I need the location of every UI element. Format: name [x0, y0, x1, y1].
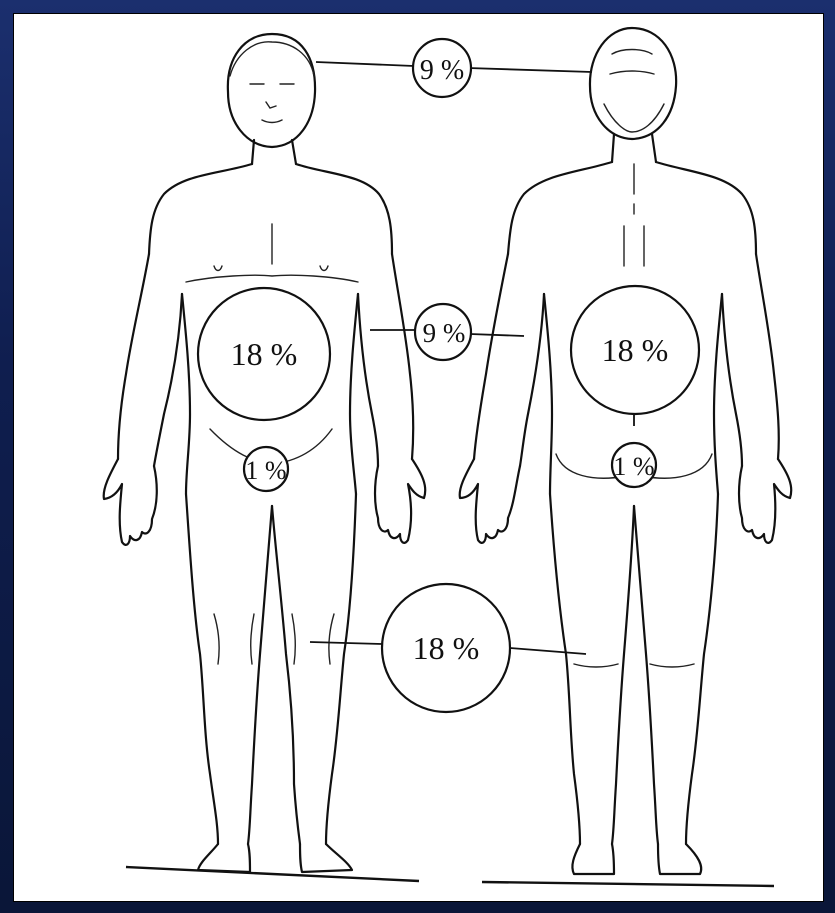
leg-label: 18 % — [382, 584, 510, 712]
diagram-panel: 9 % 9 % 18 % 18 % 1 % 1 % — [13, 13, 824, 902]
leg-percent: 18 % — [413, 630, 480, 666]
trunk-back-label: 18 % — [571, 286, 699, 414]
arm-label: 9 % — [415, 304, 471, 360]
trunk-front-percent: 18 % — [231, 336, 298, 372]
trunk-front-label: 18 % — [198, 288, 330, 420]
head-percent: 9 % — [420, 55, 464, 86]
ground-line-front — [126, 867, 419, 881]
perineum-front-label: 1 % — [244, 447, 288, 491]
trunk-back-percent: 18 % — [602, 332, 669, 368]
rule-of-nines-diagram: 9 % 9 % 18 % 18 % 1 % 1 % — [14, 14, 823, 901]
head-label: 9 % — [413, 39, 471, 97]
perineum-front-percent: 1 % — [245, 456, 286, 485]
ground-line-back — [482, 882, 774, 886]
perineum-back-label: 1 % — [612, 443, 656, 487]
arm-percent: 9 % — [423, 318, 466, 348]
perineum-back-percent: 1 % — [613, 452, 654, 481]
